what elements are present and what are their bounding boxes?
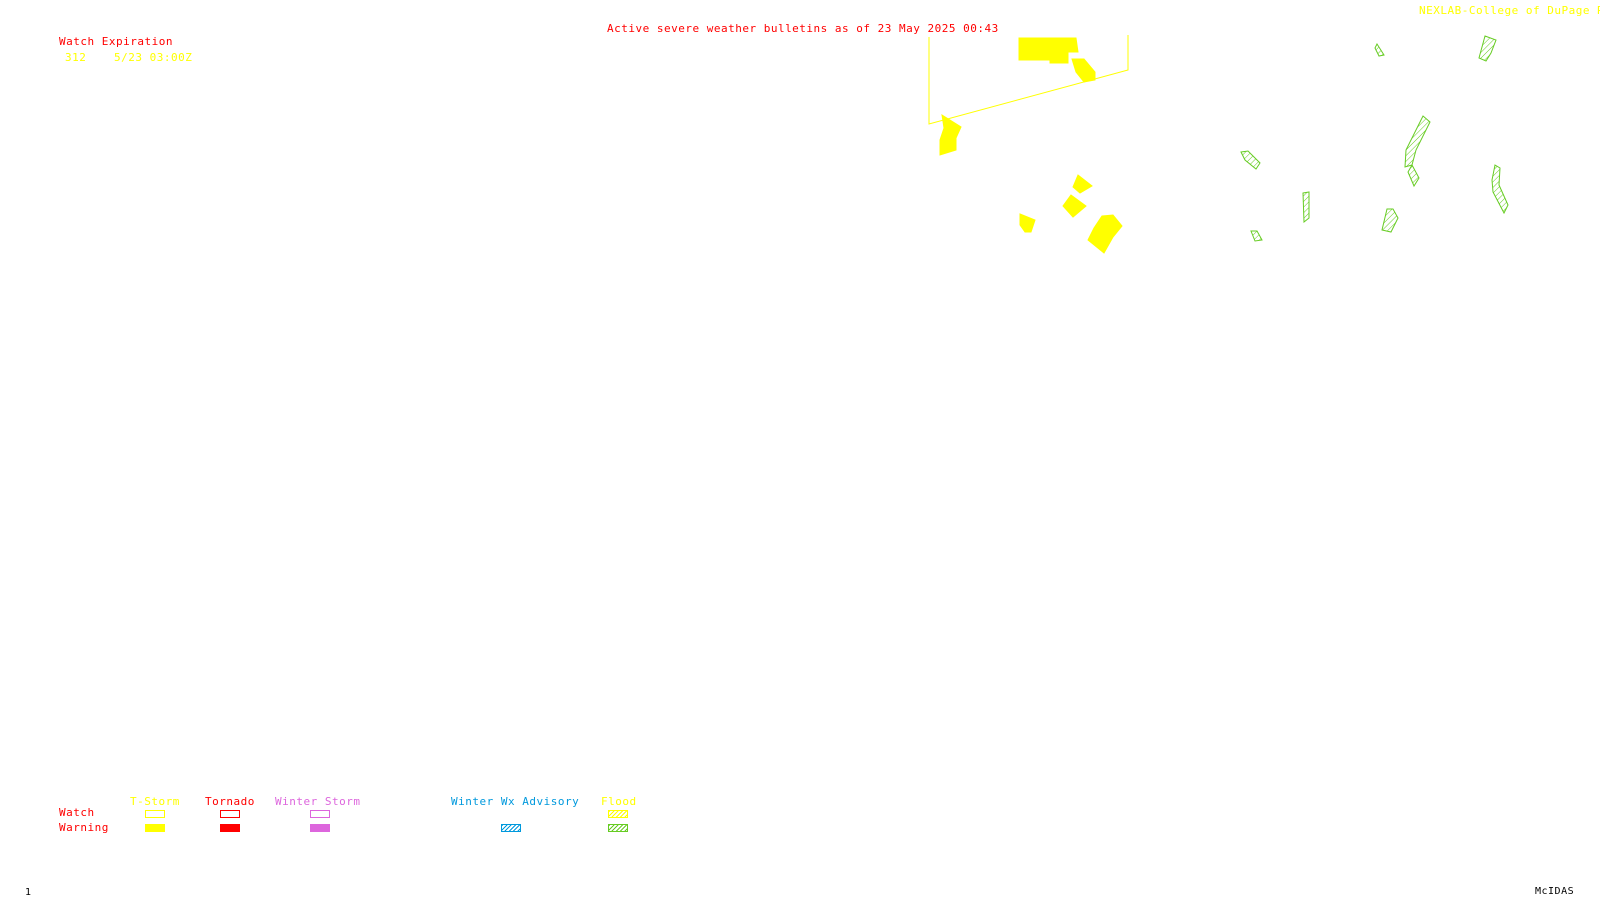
legend-category-tstorm: T-Storm xyxy=(130,795,180,808)
tstorm-warning-polygon xyxy=(939,113,962,156)
tstorm-warning-polygon xyxy=(1062,194,1087,218)
flood-warning-polygon xyxy=(1250,230,1263,242)
software-label: McIDAS xyxy=(1535,886,1575,897)
tstorm-warning-polygons xyxy=(939,37,1123,254)
swatch-winter-watch xyxy=(310,810,330,818)
swatch-winter-warning xyxy=(310,824,330,832)
flood-warning-polygon xyxy=(1478,35,1497,62)
legend-row-watch: Watch xyxy=(59,806,95,819)
flood-warning-polygon xyxy=(1491,164,1509,215)
tstorm-warning-polygon xyxy=(1071,58,1096,83)
credit-label: NEXLAB-College of DuPage R xyxy=(1419,4,1600,17)
swatch-tstorm-watch xyxy=(145,810,165,818)
swatch-flood-warning xyxy=(608,824,628,832)
flood-warning-polygon xyxy=(1374,42,1385,57)
tstorm-warning-polygon xyxy=(1018,37,1079,64)
flood-warning-polygon xyxy=(1404,115,1431,168)
legend-category-tornado: Tornado xyxy=(205,795,255,808)
legend-category-flood: Flood xyxy=(601,795,637,808)
flood-warning-polygon xyxy=(1302,191,1310,224)
tstorm-warning-polygon xyxy=(1072,174,1093,194)
tstorm-watch-outline xyxy=(928,35,1129,125)
flood-warning-polygons xyxy=(1240,35,1509,242)
swatch-winter-advisory xyxy=(501,824,521,832)
legend-category-winter-advisory: Winter Wx Advisory xyxy=(451,795,580,808)
swatch-flood-watch xyxy=(608,810,628,818)
frame-number: 1 xyxy=(25,887,32,898)
flood-warning-polygon xyxy=(1381,208,1399,233)
swatch-tstorm-warning xyxy=(145,824,165,832)
flood-warning-polygon xyxy=(1407,163,1420,188)
bulletin-title: Active severe weather bulletins as of 23… xyxy=(607,22,999,35)
flood-warning-polygon xyxy=(1240,150,1261,170)
swatch-tornado-warning xyxy=(220,824,240,832)
tstorm-warning-polygon xyxy=(1019,213,1036,233)
watch-expiration-heading: Watch Expiration xyxy=(59,35,173,48)
watch-expiration-time: 5/23 03:00Z xyxy=(114,51,193,64)
legend-category-winter-storm: Winter Storm xyxy=(275,795,361,808)
legend-row-warning: Warning xyxy=(59,821,109,834)
swatch-tornado-watch xyxy=(220,810,240,818)
watch-number: 312 xyxy=(65,51,87,64)
tstorm-warning-polygon xyxy=(1087,214,1123,254)
